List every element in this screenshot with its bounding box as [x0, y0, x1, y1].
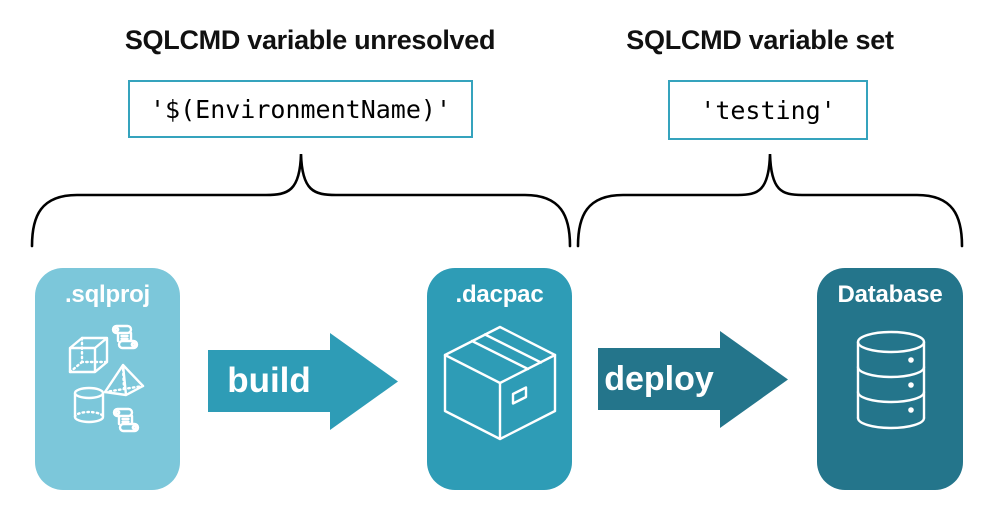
node-database-title: Database	[837, 281, 943, 308]
curly-brace-right-icon	[576, 153, 964, 248]
code-value-unresolved: '$(EnvironmentName)'	[149, 94, 452, 124]
node-dacpac-title: .dacpac	[455, 281, 544, 308]
node-sqlproj: .sqlproj	[35, 268, 180, 490]
package-box-icon	[443, 325, 557, 441]
script-scroll-icon	[111, 324, 139, 350]
database-cylinder-icon	[856, 330, 926, 430]
sql-project-objects-icon	[68, 324, 145, 433]
codebox-environment-variable: '$(EnvironmentName)'	[128, 80, 473, 138]
curly-brace-left-icon	[30, 153, 572, 248]
build-arrow-icon	[208, 333, 398, 430]
codebox-testing-value: 'testing'	[668, 80, 868, 140]
code-value-set: 'testing'	[700, 95, 836, 125]
heading-sqlcmd-set: SQLCMD variable set	[626, 25, 894, 55]
deploy-arrow-icon	[598, 331, 788, 428]
script-scroll-icon	[112, 407, 140, 433]
node-database: Database	[817, 268, 963, 490]
node-dacpac: .dacpac	[427, 268, 572, 490]
cube-icon	[68, 336, 109, 374]
deploy-arrow-label: deploy	[604, 359, 714, 398]
pyramid-icon	[103, 363, 145, 397]
build-arrow-label: build	[227, 361, 311, 400]
node-sqlproj-title: .sqlproj	[64, 281, 151, 308]
cylinder-icon	[73, 386, 105, 424]
heading-sqlcmd-unresolved: SQLCMD variable unresolved	[124, 25, 496, 55]
